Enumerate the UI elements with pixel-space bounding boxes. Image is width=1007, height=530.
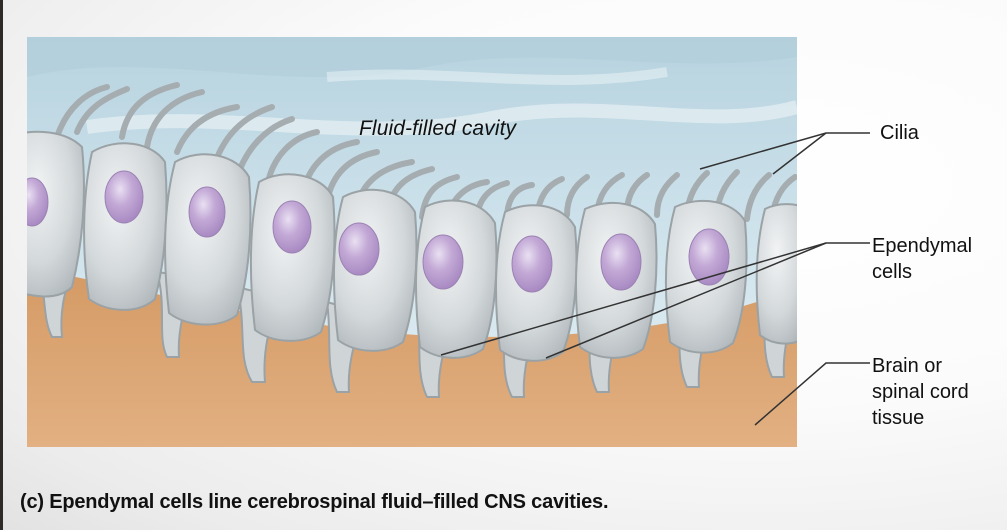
fluid-filled-cavity-label: Fluid-filled cavity xyxy=(359,117,517,140)
slide-edge-bar xyxy=(0,0,3,530)
brain-tissue-label-line-1: Brain or xyxy=(872,355,943,377)
cilia-label: Cilia xyxy=(880,120,919,146)
ependymal-cells-label-line-1: Ependymal xyxy=(872,235,973,257)
ependymal-cells-label: Ependymal cells xyxy=(872,233,972,285)
ependymal-illustration xyxy=(27,37,797,447)
ependymal-cells-label-line-2: cells xyxy=(872,261,913,283)
brain-tissue-label-line-3: tissue xyxy=(872,407,925,429)
brain-tissue-label-line-2: spinal cord xyxy=(872,381,969,403)
cilia-label-line-1: Cilia xyxy=(880,122,919,144)
figure-caption: (c) Ependymal cells line cerebrospinal f… xyxy=(20,491,609,513)
brain-tissue-label: Brain or spinal cord tissue xyxy=(872,353,969,431)
